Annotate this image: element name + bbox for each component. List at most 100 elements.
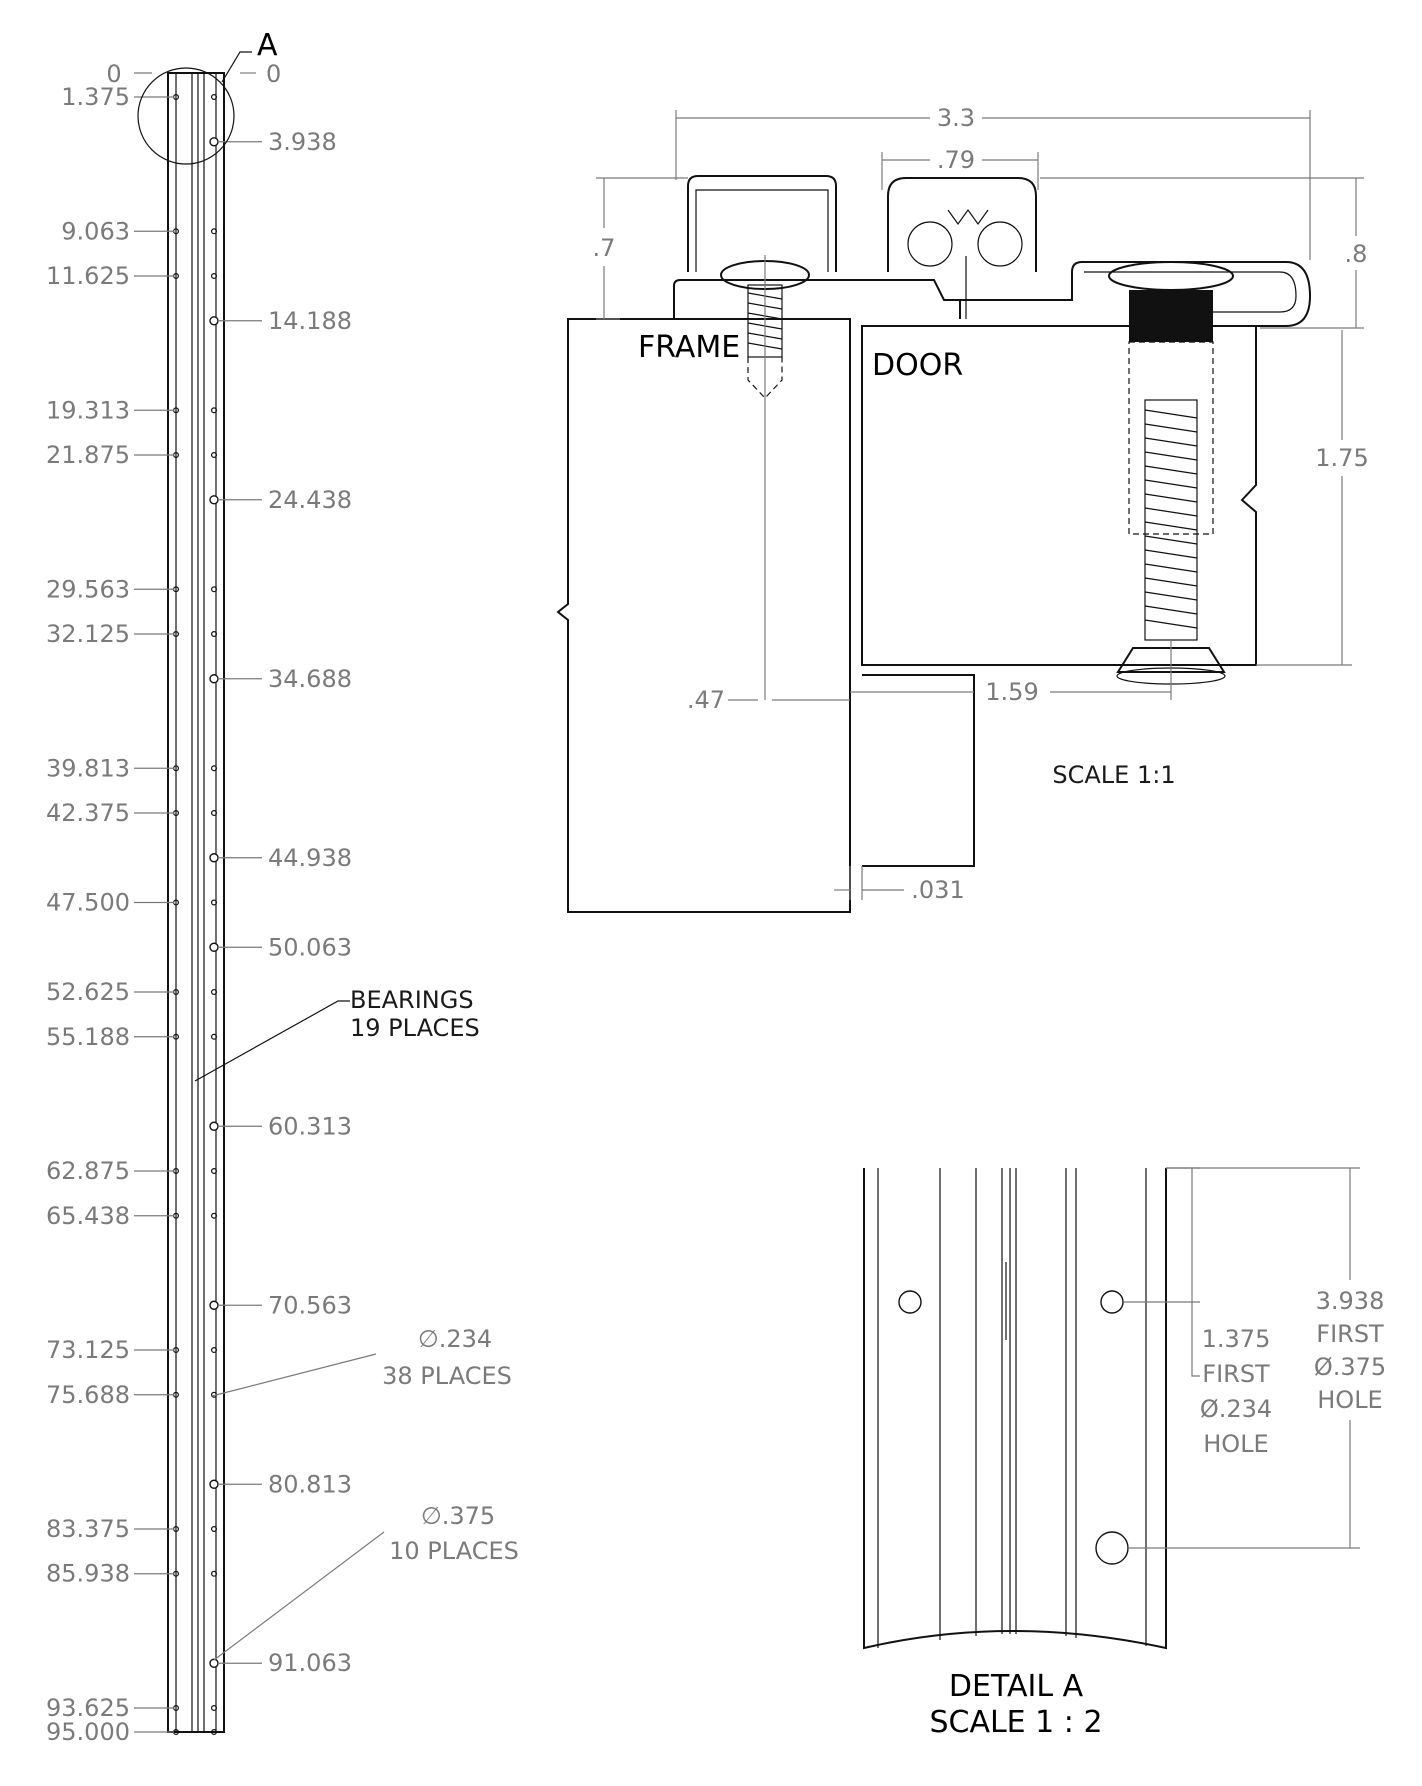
right-dim-label: 50.063: [268, 933, 352, 961]
left-dim-label: 93.625: [46, 1694, 130, 1722]
door-leaf-inner: [1084, 271, 1297, 313]
door-screw-sleeve: [1128, 341, 1214, 535]
small-hole: [211, 1033, 218, 1040]
left-dim-label: 95.000: [46, 1718, 130, 1746]
left-dim-label: 65.438: [46, 1202, 130, 1230]
dim-1375-leader: [1191, 1302, 1200, 1377]
detail-large-hole-note-3: HOLE: [1317, 1386, 1382, 1414]
small-hole: [211, 1167, 218, 1174]
small-hole: [211, 94, 218, 101]
knuckle-teeth: [947, 208, 989, 226]
detail-a-marker: A: [257, 28, 278, 63]
door-screw-collar: [1129, 290, 1213, 342]
left-dim-label: 75.688: [46, 1381, 130, 1409]
left-dim-label: 62.875: [46, 1157, 130, 1185]
small-hole: [211, 273, 218, 280]
knuckle-width-label: .79: [937, 146, 975, 174]
bearings-label-line2: 19 PLACES: [350, 1014, 480, 1042]
small-hole: [211, 452, 218, 459]
door-nut: [1116, 647, 1226, 673]
small-hole-count-label: 38 PLACES: [382, 1362, 512, 1390]
left-dim-label: 55.188: [46, 1023, 130, 1051]
large-hole: [209, 1121, 219, 1131]
left-dim-label: 73.125: [46, 1336, 130, 1364]
bearings-leader: [194, 1000, 350, 1082]
large-hole: [209, 316, 219, 326]
small-hole: [211, 407, 218, 414]
right-dim-label: 24.438: [268, 486, 352, 514]
left-dim-label: 9.063: [61, 217, 130, 245]
right-dim-label: 34.688: [268, 665, 352, 693]
large-hole: [209, 674, 219, 684]
frame-leaf-height-label: .7: [593, 234, 616, 262]
small-hole: [211, 1704, 218, 1711]
detail-large-hole-note-1: FIRST: [1316, 1320, 1384, 1348]
large-hole: [209, 1658, 219, 1668]
frame-label: FRAME: [638, 330, 740, 365]
right-dim-label: 3.938: [268, 128, 337, 156]
gap-label: .031: [911, 876, 964, 904]
right-dim-label: 91.063: [268, 1649, 352, 1677]
strip-hole-group: [173, 94, 219, 1735]
detail-a-circle: [137, 67, 235, 165]
large-hole: [209, 853, 219, 863]
detail-title: DETAIL A: [949, 1669, 1084, 1704]
detail-small-hole-left: [898, 1290, 922, 1314]
bearings-label-line1: BEARINGS: [350, 986, 474, 1014]
door-leaf-height-label: .8: [1345, 240, 1368, 268]
left-dim-label: 47.500: [46, 889, 130, 917]
left-dim-label: 42.375: [46, 799, 130, 827]
door-screw-shank: [1144, 399, 1198, 641]
small-hole: [211, 765, 218, 772]
small-hole: [211, 631, 218, 638]
large-hole: [209, 1300, 219, 1310]
small-hole: [211, 1525, 218, 1532]
frame-screw-tip: [747, 357, 783, 399]
right-dim-label: 70.563: [268, 1291, 352, 1319]
detail-a-leader: [221, 51, 252, 83]
detail-small-hole-note-1: FIRST: [1202, 1360, 1270, 1388]
small-hole: [211, 988, 218, 995]
detail-small-hole-right: [1100, 1290, 1124, 1314]
small-hole: [211, 1346, 218, 1353]
door-block: [861, 325, 1257, 666]
large-hole-diameter-label: ∅.375: [421, 1502, 495, 1530]
detail-small-hole-dim: 1.375: [1202, 1325, 1271, 1353]
frame-block: [556, 318, 851, 913]
detail-large-hole-note-2: Ø.375: [1314, 1353, 1386, 1381]
small-hole: [211, 899, 218, 906]
detail-large-hole-dim: 3.938: [1316, 1287, 1385, 1315]
right-dim-label: 80.813: [268, 1470, 352, 1498]
frame-leaf-inner: [695, 189, 829, 272]
door-screw-head: [1108, 261, 1234, 291]
door-screw-threads: [1144, 409, 1198, 629]
right-dim-label: 44.938: [268, 844, 352, 872]
small-hole: [211, 1728, 218, 1735]
knuckle-outline: [887, 177, 1037, 272]
large-hole: [209, 942, 219, 952]
left-dim-label: 39.813: [46, 754, 130, 782]
zero-label-left: 0: [106, 60, 121, 88]
door-stop-step: [862, 674, 975, 867]
knuckle-gear-right: [977, 221, 1023, 267]
detail-small-hole-note-2: Ø.234: [1200, 1395, 1272, 1423]
frame-offset-label: .47: [687, 686, 725, 714]
left-dim-label: 11.625: [46, 262, 130, 290]
door-label: DOOR: [872, 348, 963, 383]
small-hole: [211, 228, 218, 235]
frame-leaf-base: [673, 279, 961, 319]
small-hole: [211, 810, 218, 817]
small-hole-diameter-label: ∅.234: [418, 1325, 492, 1353]
large-hole-leader: [213, 1531, 385, 1661]
small-hole: [211, 586, 218, 593]
zero-label-right: 0: [266, 60, 281, 88]
right-dim-label: 14.188: [268, 307, 352, 335]
detail-outline: [863, 1168, 1167, 1650]
overall-width-label: 3.3: [937, 104, 975, 132]
large-hole: [209, 1479, 219, 1489]
left-dim-label: 1.375: [61, 83, 130, 111]
detail-large-hole: [1095, 1531, 1129, 1565]
left-dim-label: 19.313: [46, 396, 130, 424]
large-hole: [209, 137, 219, 147]
